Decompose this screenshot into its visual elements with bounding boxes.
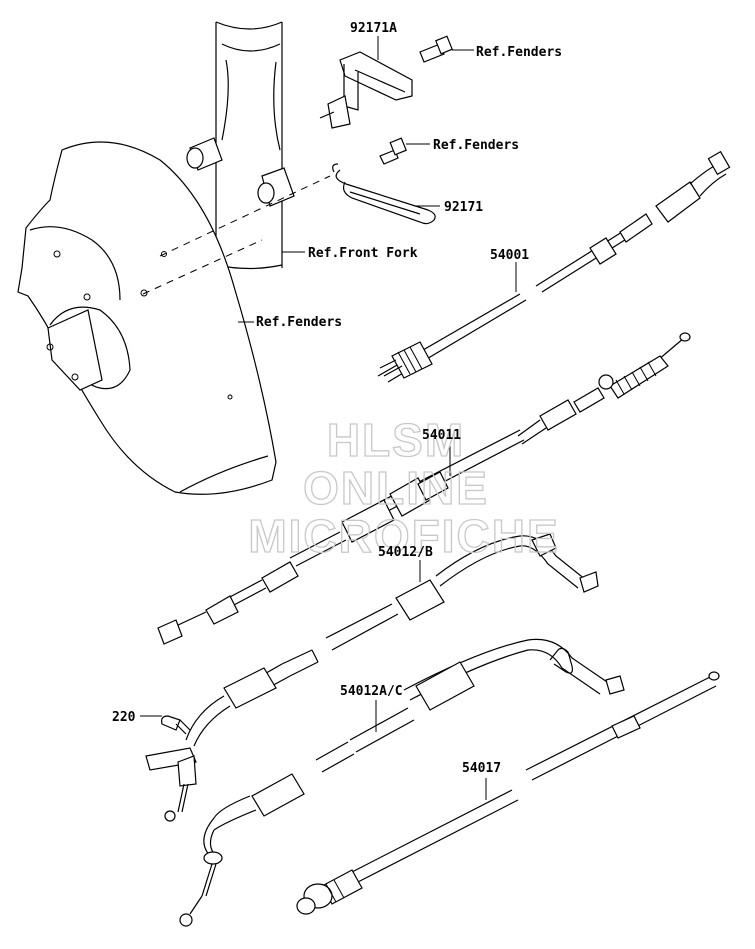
bracket-92171a: [319, 51, 413, 129]
leader-lines: [140, 36, 517, 800]
cable-54012a-c: [179, 638, 625, 927]
bolt-upper: [419, 35, 453, 63]
cable-54017: [296, 671, 720, 915]
watermark-line-3: MICROFICHE: [248, 510, 559, 562]
label-92171a: 92171A: [350, 21, 397, 36]
cable-54012-b: [281, 533, 599, 677]
label-220: 220: [112, 710, 136, 725]
watermark-line-2: ONLINE: [303, 462, 489, 514]
cable-54011: [157, 332, 691, 645]
label-92171: 92171: [444, 200, 483, 215]
throttle-bracket: [145, 663, 291, 822]
cable-54001: [377, 150, 731, 383]
screw-220: [161, 715, 191, 735]
bolt-lower: [379, 137, 407, 165]
label-ref-fenders-1: Ref.Fenders: [476, 45, 562, 60]
watermark: HLSM ONLINE MICROFICHE: [248, 413, 559, 562]
label-54001: 54001: [490, 248, 529, 263]
label-54012-b: 54012/B: [378, 545, 433, 560]
label-ref-front-fork: Ref.Front Fork: [308, 246, 418, 261]
watermark-line-1: HLSM: [327, 414, 465, 466]
label-54012a-c: 54012A/C: [340, 684, 403, 699]
label-ref-fenders-2: Ref.Fenders: [433, 138, 519, 153]
label-ref-fenders-3: Ref.Fenders: [256, 315, 342, 330]
front-fender: [17, 141, 277, 495]
clip-92171: [332, 163, 436, 225]
label-54017: 54017: [462, 761, 501, 776]
label-54011: 54011: [422, 428, 461, 443]
